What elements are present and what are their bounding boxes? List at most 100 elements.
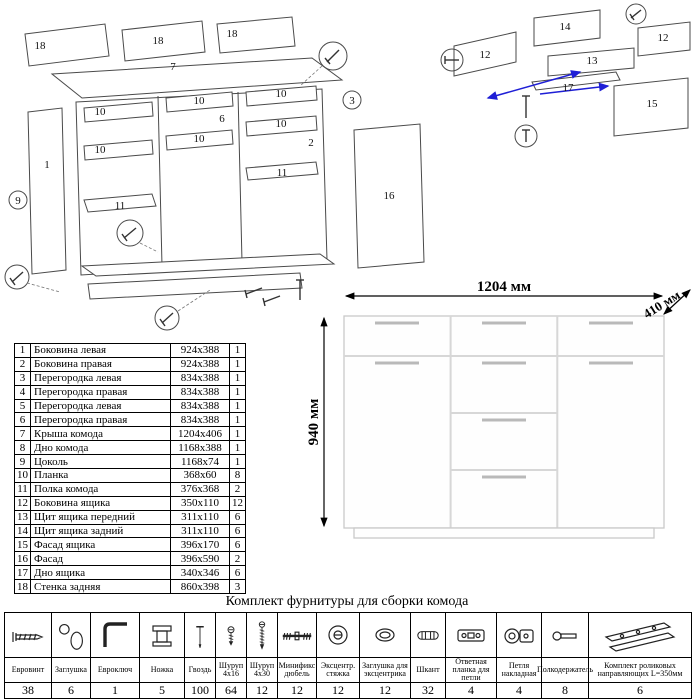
hardware-col: Гвоздь 100 <box>185 613 216 698</box>
zoom-callout-circles <box>440 3 647 148</box>
eccentric-cam-icon <box>317 613 359 658</box>
hardware-col: Ножка 5 <box>140 613 185 698</box>
hardware-col: Заглушка для эксцентрика 12 <box>360 613 411 698</box>
hardware-label: Эксцентр. стяжка <box>317 658 359 683</box>
hardware-label: Ответная планка для петли <box>446 658 496 683</box>
hardware-qty: 12 <box>291 683 303 697</box>
part-label: 10 <box>95 106 107 118</box>
part-num: 17 <box>14 565 31 581</box>
hardware-col: Комплект роликовых направляющих L=350мм … <box>589 613 691 698</box>
width-dimension: 1204 мм <box>477 279 531 295</box>
hardware-col: Петля накладная 4 <box>497 613 542 698</box>
part-size: 368x60 <box>170 468 230 483</box>
drawer-back-part <box>533 9 601 47</box>
part-num: 18 <box>14 579 31 595</box>
part-num: 14 <box>14 523 31 539</box>
hardware-col: Шуруп 4х16 64 <box>216 613 247 698</box>
part-num: 11 <box>14 481 31 497</box>
part-size: 1204x406 <box>170 426 230 442</box>
part-qty: 1 <box>229 412 246 428</box>
height-dimension: 940 мм <box>306 399 322 446</box>
hardware-col: Шкант 32 <box>411 613 446 698</box>
hardware-col: Полкодержатель 8 <box>537 613 593 698</box>
exploded-view-diagram: 18 18 18 7 1 10 10 10 10 10 10 11 11 6 2… <box>4 16 425 331</box>
hardware-col: Минификс дюбель 12 <box>278 613 317 698</box>
part-name: Боковина ящика <box>30 495 171 511</box>
part-name: Перегородка левая <box>30 370 171 386</box>
part-size: 311x110 <box>170 509 230 525</box>
hinge-plate-icon <box>446 613 496 658</box>
hardware-label: Петля накладная <box>497 658 541 683</box>
part-num: 9 <box>14 454 31 470</box>
hardware-col: Эксцентр. стяжка 12 <box>317 613 360 698</box>
hardware-qty: 12 <box>332 683 344 697</box>
part-name: Фасад ящика <box>30 537 171 553</box>
part-label: 10 <box>194 95 206 107</box>
callout-circle <box>342 90 362 110</box>
shelf-pin-icon <box>542 613 588 658</box>
part-label: 12 <box>658 32 669 44</box>
callout-circle <box>8 190 28 210</box>
part-label: 13 <box>587 55 599 67</box>
part-size: 860x398 <box>170 579 230 595</box>
part-size: 1168x388 <box>170 440 230 456</box>
part-size: 340x346 <box>170 565 230 581</box>
part-qty: 2 <box>229 481 246 497</box>
screw-4x30-icon <box>247 613 277 658</box>
part-num: 13 <box>14 509 31 525</box>
part-size: 834x388 <box>170 370 230 386</box>
part-qty: 6 <box>229 537 246 553</box>
part-num: 1 <box>14 343 31 358</box>
hardware-col: Шуруп 4х30 12 <box>247 613 278 698</box>
hardware-label: Гвоздь <box>185 658 215 683</box>
part-size: 834x388 <box>170 384 230 400</box>
furniture-leg-icon <box>140 613 184 658</box>
part-label: 11 <box>277 167 288 179</box>
part-num: 15 <box>14 537 31 553</box>
hardware-col: Евровинт 38 <box>5 613 52 698</box>
drawer-bottom-part <box>531 71 621 91</box>
part-qty: 6 <box>229 565 246 581</box>
part-qty: 12 <box>229 495 246 511</box>
part-name: Щит ящика передний <box>30 509 171 525</box>
screw-icon <box>522 95 530 118</box>
hardware-col: Заглушка 6 <box>52 613 91 698</box>
part-name: Стенка задняя <box>30 579 171 595</box>
carcass-frame <box>75 85 328 276</box>
part-num: 3 <box>14 370 31 386</box>
drawer-side-part <box>637 21 691 57</box>
hardware-qty: 8 <box>562 683 568 697</box>
hardware-label: Минификс дюбель <box>278 658 316 683</box>
part-label: 11 <box>115 200 126 212</box>
part-qty: 1 <box>229 343 246 358</box>
part-num: 6 <box>14 412 31 428</box>
hardware-label: Заглушка <box>52 658 90 683</box>
part-qty: 1 <box>229 356 246 372</box>
zoom-callout-circles <box>4 41 348 331</box>
part-name: Крыша комода <box>30 426 171 442</box>
hardware-qty: 100 <box>191 683 209 697</box>
dimension-drawing: 1204 мм 940 мм 410 мм <box>306 279 691 539</box>
hardware-qty: 5 <box>159 683 165 697</box>
hardware-qty: 6 <box>68 683 74 697</box>
part-size: 834x388 <box>170 412 230 428</box>
hardware-qty: 6 <box>637 683 643 697</box>
screw-4x16-icon <box>216 613 246 658</box>
part-label: 1 <box>44 159 50 171</box>
drawer-slides-icon <box>589 613 691 658</box>
part-label: 3 <box>349 95 355 107</box>
part-name: Полка комода <box>30 481 171 497</box>
chest-front-view <box>343 315 665 539</box>
part-qty: 1 <box>229 370 246 386</box>
part-label: 10 <box>276 118 288 130</box>
